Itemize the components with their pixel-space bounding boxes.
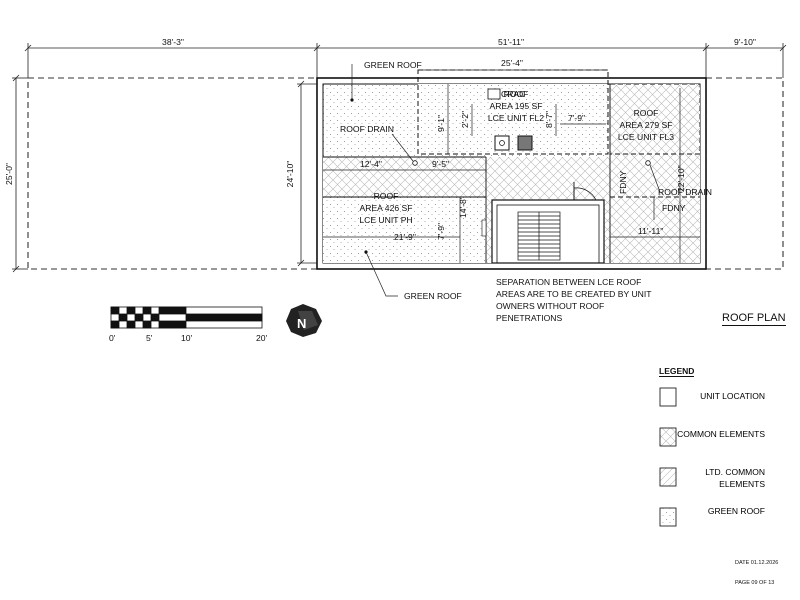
leader-dot xyxy=(350,98,354,102)
scale-tick-20: 20' xyxy=(256,333,268,343)
scale-bar xyxy=(110,306,263,329)
dim-11-11: 11'-11" xyxy=(638,226,663,236)
leader-roof-drain-left xyxy=(391,133,414,162)
dim-overall-right: 9'-10" xyxy=(734,37,756,47)
interior-dimension-lines xyxy=(323,84,700,263)
common-elements-right xyxy=(610,84,700,263)
stair-treads xyxy=(517,211,561,261)
dim-left-height: 25'-0" xyxy=(4,163,14,185)
roof-drain-left-icon xyxy=(412,160,418,166)
fdny-vertical-label: FDNY xyxy=(618,170,628,194)
dim-12-4: 12'-4" xyxy=(360,159,382,169)
dim-7-9-mid: 7'-9" xyxy=(436,223,446,240)
scale-tick-5: 5' xyxy=(146,333,153,343)
dim-9-1: 9'-1" xyxy=(436,115,446,132)
north-arrow-icon: N xyxy=(286,304,322,337)
stair-bulkhead-inner xyxy=(496,204,600,264)
svg-text:ROOF: ROOF xyxy=(374,191,399,201)
mechanical-unit-left xyxy=(494,135,510,151)
legend-swatch-unit xyxy=(659,387,677,407)
svg-text:LCE UNIT PH: LCE UNIT PH xyxy=(359,215,412,225)
legend-swatch-ltd-common xyxy=(659,467,677,487)
separation-note: SEPARATION BETWEEN LCE ROOF AREAS ARE TO… xyxy=(496,277,652,323)
sheet-title: ROOF PLAN xyxy=(722,312,786,326)
leader-dot-bottom xyxy=(364,250,368,254)
dim-14-8: 14'-8" xyxy=(458,196,468,218)
crac-label: CRAC xyxy=(501,89,525,99)
legend-swatch-green-roof xyxy=(659,507,677,527)
legend-label-unit-location: UNIT LOCATION xyxy=(700,391,765,401)
crac-unit-box xyxy=(487,88,501,100)
bulkhead-vent xyxy=(481,219,487,237)
lce-fl3-boundary xyxy=(609,83,701,155)
dim-7-9-top: 7'-9" xyxy=(568,113,585,123)
svg-text:LCE UNIT FL2: LCE UNIT FL2 xyxy=(488,113,544,123)
scale-tick-0: 0' xyxy=(109,333,116,343)
overall-dimension-line xyxy=(24,43,787,78)
legend-label-ltd-common: LTD. COMMON ELEMENTS xyxy=(705,467,765,489)
leader-green-roof-bottom xyxy=(365,251,398,297)
svg-text:AREA 279 SF: AREA 279 SF xyxy=(619,120,672,130)
building-vertical-dimension xyxy=(297,80,317,267)
legend-label-green-roof: GREEN ROOF xyxy=(707,506,765,516)
dim-2-2: 2'-2" xyxy=(460,111,470,128)
dim-9-5: 9'-5" xyxy=(432,159,449,169)
dim-building-height: 24'-10" xyxy=(285,161,295,188)
dim-8-7: 8'-7" xyxy=(544,111,554,128)
dim-overall-left: 38'-3" xyxy=(162,37,184,47)
leader-roof-drain-right xyxy=(649,164,661,193)
legend-swatch-common xyxy=(659,427,677,447)
rear-yard-outline xyxy=(705,77,784,270)
svg-text:AREA 195 SF: AREA 195 SF xyxy=(489,101,542,111)
sheet-date: DATE 01.12.2026 xyxy=(735,560,779,566)
green-roof-callout-bottom: GREEN ROOF xyxy=(404,291,462,301)
dim-22-10: 22'-10" xyxy=(676,165,686,192)
legend-label-common-elements: COMMON ELEMENTS xyxy=(677,429,765,439)
svg-text:ROOF: ROOF xyxy=(504,89,529,99)
left-vertical-dimension xyxy=(12,74,28,273)
roof-drain-right-icon xyxy=(645,160,651,166)
adjacent-lot-outline xyxy=(27,77,318,270)
fdny-horizontal-label: FDNY xyxy=(662,203,686,213)
dim-overall-middle: 51'-11" xyxy=(498,37,524,47)
svg-text:LCE UNIT FL3: LCE UNIT FL3 xyxy=(618,132,674,142)
svg-text:AREA 426 SF: AREA 426 SF xyxy=(359,203,412,213)
dim-top-inner: 25'-4" xyxy=(501,58,523,68)
legend-title: LEGEND xyxy=(659,366,695,377)
lce-fl2-area xyxy=(418,84,608,154)
fan-icon xyxy=(499,140,505,146)
roof-area-fl2-label: ROOF AREA 195 SF LCE UNIT FL2 xyxy=(488,89,544,123)
roof-area-fl3-label: ROOF AREA 279 SF LCE UNIT FL3 xyxy=(618,108,674,142)
sheet-page-number: PAGE 09 OF 13 xyxy=(735,580,775,586)
green-roof-callout-top: GREEN ROOF xyxy=(364,60,422,70)
lce-fl2-boundary xyxy=(417,69,609,155)
svg-text:ROOF: ROOF xyxy=(634,108,659,118)
scale-tick-10: 10' xyxy=(181,333,193,343)
dim-21-9: 21'-9" xyxy=(394,232,416,242)
roof-drain-callout-right: ROOF DRAIN xyxy=(658,187,712,197)
roof-drain-callout-left: ROOF DRAIN xyxy=(340,124,394,134)
lce-ph-area xyxy=(323,197,486,263)
north-letter: N xyxy=(297,316,306,331)
mechanical-unit-right xyxy=(517,135,533,151)
roof-area-ph-label: ROOF AREA 426 SF LCE UNIT PH xyxy=(359,191,412,225)
